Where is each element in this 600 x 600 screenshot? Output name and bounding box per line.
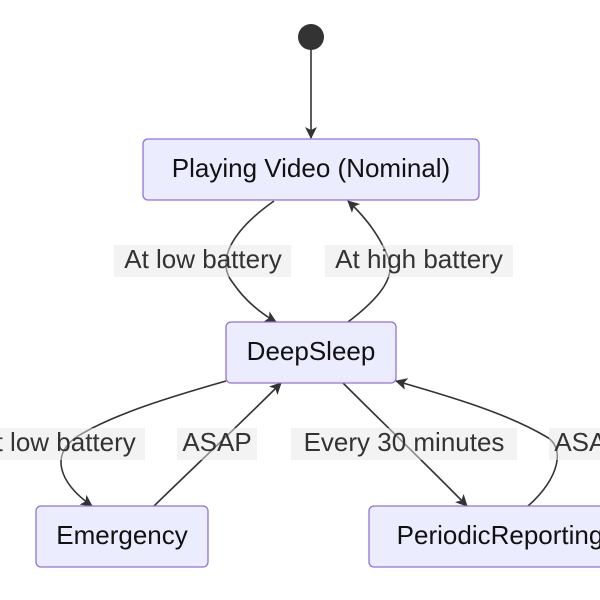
edge-label-text: At high battery (335, 244, 503, 274)
edge-label-text: At low battery (124, 244, 282, 274)
edge-label-low-battery-2: At low battery (0, 427, 145, 460)
edge-label-asap-1: ASAP (177, 427, 257, 460)
edge-label-text: At low battery (0, 427, 136, 457)
state-periodic-reporting[interactable]: PeriodicReporting (368, 505, 600, 568)
edge-label-text: Every 30 minutes (304, 427, 505, 457)
edge-label-low-battery-1: At low battery (114, 244, 291, 277)
state-emergency[interactable]: Emergency (35, 505, 209, 568)
state-playing-video[interactable]: Playing Video (Nominal) (142, 138, 480, 201)
edge-label-every-30-minutes: Every 30 minutes (291, 427, 517, 460)
edge-label-text: ASAP (554, 427, 600, 457)
state-deepsleep[interactable]: DeepSleep (225, 321, 397, 384)
transition-periodic-to-deepsleep (395, 378, 559, 507)
state-label: Emergency (56, 520, 188, 550)
state-label: Playing Video (Nominal) (172, 153, 450, 183)
edge-label-text: ASAP (182, 427, 251, 457)
edge-label-asap-2: ASAP (549, 427, 600, 460)
edge-label-high-battery: At high battery (325, 244, 513, 277)
start-node (298, 24, 324, 50)
state-label: DeepSleep (247, 336, 376, 366)
transition-playing-to-deepsleep (225, 200, 277, 323)
state-label: PeriodicReporting (397, 520, 600, 550)
